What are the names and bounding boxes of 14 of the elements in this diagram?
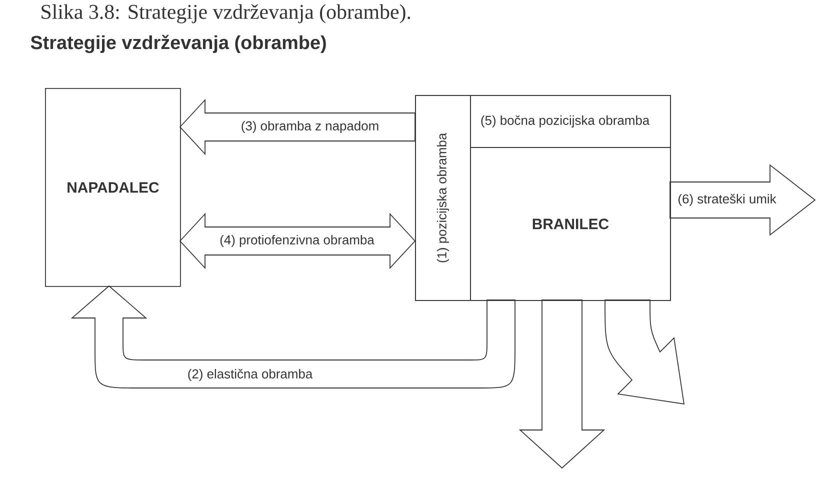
block-arrow <box>518 300 606 469</box>
figure-caption: Slika 3.8: Strategije vzdrževanja (obrambe). <box>42 4 410 24</box>
edge-label: (3) obramba z napadom <box>240 120 380 134</box>
defender-area: BRANILEC <box>470 147 671 301</box>
edge-label: (2) elastična obramba <box>186 368 314 382</box>
edge-label: (6) strateški umik <box>676 192 778 208</box>
attacker-box: NAPADALEC <box>45 88 181 287</box>
diagram-title: Strategije vzdrževanja (obrambe) <box>30 34 326 54</box>
position-strip: (1) pozicijska obramba <box>415 95 471 301</box>
block-arrow <box>670 164 816 236</box>
block-arrow <box>72 286 516 388</box>
edge-label: (4) protiofenzivna obramba <box>218 234 376 248</box>
flank-strip: (5) bočna pozicijska obramba <box>470 95 671 148</box>
block-arrow <box>604 300 684 404</box>
